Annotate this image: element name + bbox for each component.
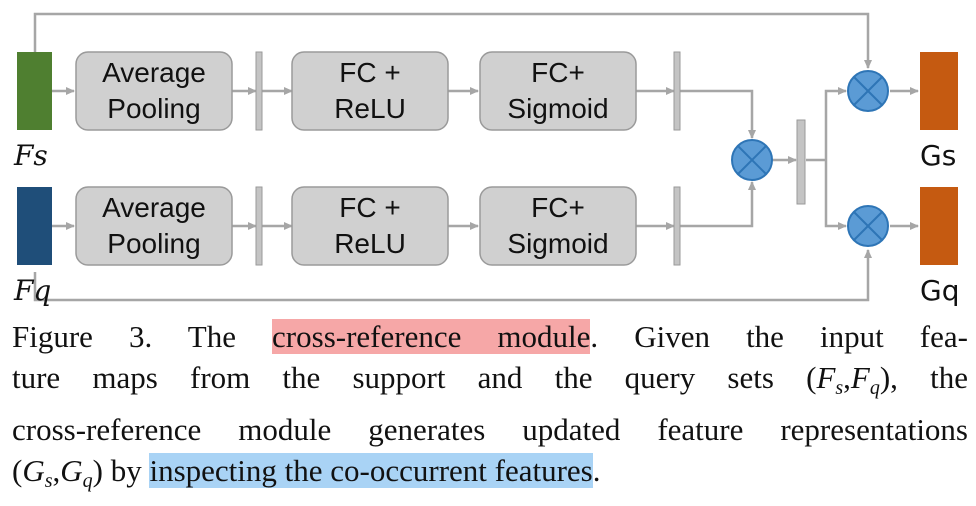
math-F: F [816,360,836,395]
caption-line-1: Figure 3. The cross-reference module. Gi… [12,316,968,357]
caption-line2-end: ), the [879,360,968,395]
caption-line-4: (Gs,Gq) by inspecting the co-occurrent f… [12,453,601,492]
figure-caption: Figure 3. The cross-reference module. Gi… [12,316,968,502]
output-gs-label: Gs [920,139,956,172]
output-gq-label: Gq [920,274,959,307]
fc-relu-block-bottom: FC + ReLU [291,186,449,266]
math-sub-q: q [869,377,880,399]
caption-line-2: ture maps from the support and the query… [12,360,968,399]
caption-line-3: cross-reference module generates updated… [12,412,968,447]
highlight-cross-reference-module: cross-reference module [272,319,591,354]
output-gs-bar [920,52,958,130]
fc-relu-label-2: ReLU [334,228,406,259]
caption-prefix: Figure 3. The [12,319,273,354]
math-G: G [22,453,45,488]
feature-bar-top-2 [673,51,681,131]
output-gq-bar [920,187,958,265]
math-F: F [850,360,870,395]
fc-relu-label-1: FC + [339,192,400,223]
avg-pool-block-bottom: Average Pooling [75,186,233,266]
math-sub-s: s [44,470,53,492]
fc-relu-block-top: FC + ReLU [291,51,449,131]
multiply-icon-center [731,139,773,181]
feature-bar-bottom-2 [673,186,681,266]
cross-reference-module-diagram: Average Pooling FC + ReLU FC+ Sigmoid Av… [13,12,959,307]
avg-pool-label-2: Pooling [107,93,200,124]
math-sub-s: s [835,377,844,399]
feature-bar-top-1 [255,51,263,131]
skip-line-fs [33,12,872,69]
caption-line1-suffix: . Given the input fea- [590,319,968,354]
fc-relu-label-2: ReLU [334,93,406,124]
input-fs-bar [17,52,52,130]
skip-line-fq [33,249,872,302]
fc-sigmoid-label-2: Sigmoid [507,228,608,259]
input-fq-bar [17,187,52,265]
avg-pool-label-1: Average [102,57,206,88]
multiply-icon-top [847,70,889,112]
avg-pool-label-2: Pooling [107,228,200,259]
fc-sigmoid-block-bottom: FC+ Sigmoid [479,186,637,266]
caption-line4-mid: ) by [92,453,150,488]
fc-sigmoid-block-top: FC+ Sigmoid [479,51,637,131]
fc-sigmoid-label-2: Sigmoid [507,93,608,124]
feature-bar-bottom-1 [255,186,263,266]
fc-sigmoid-label-1: FC+ [531,192,585,223]
concat-bar [796,119,806,205]
caption-line2-text: ture maps from the support and the query… [12,360,817,395]
input-fq-label: Fq [13,274,51,307]
fc-sigmoid-label-1: FC+ [531,57,585,88]
connectors [33,12,919,302]
avg-pool-block-top: Average Pooling [75,51,233,131]
input-fs-label: Fs [13,139,48,172]
fc-relu-label-1: FC + [339,57,400,88]
math-G: G [60,453,83,488]
math-sub-q: q [82,470,93,492]
caption-line4-end: . [592,453,601,488]
avg-pool-label-1: Average [102,192,206,223]
highlight-co-occurrent-features: inspecting the co-occurrent features [149,453,593,488]
multiply-icon-bottom [847,205,889,247]
